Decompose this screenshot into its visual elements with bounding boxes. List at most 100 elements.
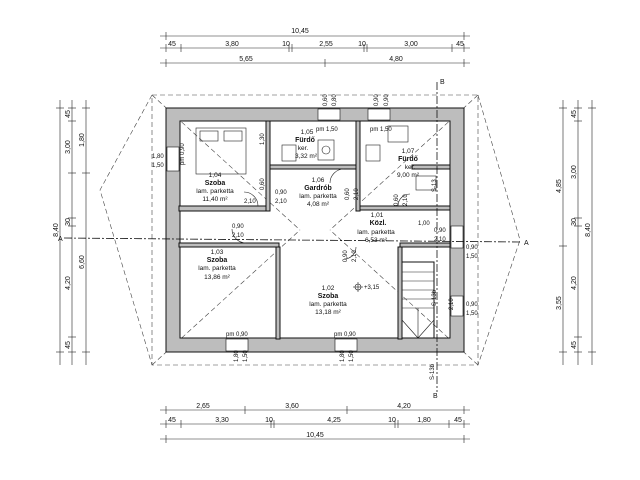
svg-text:13,86 m²: 13,86 m² xyxy=(204,274,230,281)
svg-text:S-13b: S-13b xyxy=(432,289,438,306)
level-value: +3,15 xyxy=(364,285,380,291)
top-dim-seg: 4,80 xyxy=(389,56,403,63)
section-lines: A A B B xyxy=(58,79,529,400)
doors xyxy=(231,168,411,260)
svg-text:0,90: 0,90 xyxy=(343,250,349,262)
svg-text:1,50: 1,50 xyxy=(466,311,478,317)
section-a-left: A xyxy=(58,236,63,243)
bottom-dim-seg: 45 xyxy=(454,417,462,424)
bottom-dim-seg: 2,65 xyxy=(196,403,210,410)
level-marker: +3,15 xyxy=(353,282,380,292)
svg-text:ker.: ker. xyxy=(298,145,309,152)
svg-text:S-13b: S-13b xyxy=(430,363,436,380)
svg-text:Közl.: Közl. xyxy=(370,220,387,227)
bottom-dim-seg: 10 xyxy=(388,417,396,424)
left-dim-seg: 30 xyxy=(65,218,72,226)
svg-text:Szoba: Szoba xyxy=(318,293,339,300)
svg-text:2,10: 2,10 xyxy=(352,250,358,262)
top-dim-seg: 45 xyxy=(168,41,176,48)
svg-text:2,10: 2,10 xyxy=(244,199,256,205)
bed xyxy=(195,127,247,175)
svg-text:1,50: 1,50 xyxy=(349,350,355,362)
room-1-03: 1,03 Szoba lam. parketta 13,86 m² xyxy=(198,249,236,281)
room-1-06: 1,06 Gardrób lam. parketta 4,08 m² xyxy=(299,177,337,208)
section-b-bottom: B xyxy=(433,393,438,400)
section-a-right: A xyxy=(524,240,529,247)
svg-text:1,80: 1,80 xyxy=(340,350,346,362)
bath-fixtures xyxy=(281,125,437,191)
svg-text:S-13: S-13 xyxy=(432,179,438,192)
svg-text:pm 0,90: pm 0,90 xyxy=(334,332,356,338)
left-dim-total: 8,40 xyxy=(53,223,60,237)
svg-text:lam. parketta: lam. parketta xyxy=(309,301,347,308)
svg-text:0,90: 0,90 xyxy=(232,224,244,230)
svg-text:0,60: 0,60 xyxy=(345,188,351,200)
bottom-dim-seg: 4,20 xyxy=(397,403,411,410)
room-1-07: 1,07 Fürdő ker. 9,00 m² xyxy=(397,148,420,179)
interior-walls xyxy=(178,120,451,340)
right-dim-seg: 30 xyxy=(571,218,578,226)
left-dim-seg: 45 xyxy=(65,341,72,349)
svg-text:pm 1,50: pm 1,50 xyxy=(370,127,392,133)
svg-text:Szoba: Szoba xyxy=(207,257,228,264)
svg-text:1,80: 1,80 xyxy=(152,154,164,160)
svg-text:pm 0,90: pm 0,90 xyxy=(226,332,248,338)
svg-text:0,90: 0,90 xyxy=(384,94,390,106)
svg-text:0,90: 0,90 xyxy=(434,228,446,234)
svg-text:0,90: 0,90 xyxy=(275,190,287,196)
svg-text:1,01: 1,01 xyxy=(371,212,384,219)
svg-text:Szoba: Szoba xyxy=(205,180,226,187)
svg-text:11,40 m²: 11,40 m² xyxy=(202,196,228,203)
svg-text:0,80: 0,80 xyxy=(332,94,338,106)
svg-text:1,02: 1,02 xyxy=(322,285,335,292)
svg-text:2,10: 2,10 xyxy=(275,199,287,205)
svg-text:1,04: 1,04 xyxy=(209,172,222,179)
right-dim-seg: 45 xyxy=(571,110,578,118)
top-dim-seg: 3,00 xyxy=(404,41,418,48)
svg-text:1,07: 1,07 xyxy=(402,148,415,155)
svg-text:Fürdő: Fürdő xyxy=(398,156,418,163)
svg-text:0,60: 0,60 xyxy=(394,194,400,206)
right-dim-seg: 3,55 xyxy=(556,296,563,310)
room-1-04: 1,04 Szoba lam. parketta 11,40 m² xyxy=(196,172,234,203)
svg-text:1,30: 1,30 xyxy=(260,133,266,145)
svg-text:pm 1,50: pm 1,50 xyxy=(316,127,338,133)
svg-text:0,60: 0,60 xyxy=(260,178,266,190)
svg-text:3,32 m²: 3,32 m² xyxy=(295,153,318,160)
svg-text:6,53 m²: 6,53 m² xyxy=(365,237,388,244)
windows xyxy=(166,108,464,352)
svg-text:1,50: 1,50 xyxy=(466,254,478,260)
top-dim-seg: 10 xyxy=(282,41,290,48)
right-dim-seg: 3,00 xyxy=(571,165,578,179)
svg-text:pm 0,90: pm 0,90 xyxy=(180,143,186,165)
svg-text:0,60: 0,60 xyxy=(323,94,329,106)
svg-text:1,06: 1,06 xyxy=(312,177,325,184)
bottom-dim-seg: 3,30 xyxy=(215,417,229,424)
left-dim-seg: 6,60 xyxy=(79,255,86,269)
svg-text:Fürdő: Fürdő xyxy=(295,137,315,144)
svg-text:2,10: 2,10 xyxy=(434,237,446,243)
top-dim-seg: 3,80 xyxy=(225,41,239,48)
svg-text:lam. parketta: lam. parketta xyxy=(299,193,337,200)
svg-text:0,90: 0,90 xyxy=(374,94,380,106)
left-dim-seg: 4,20 xyxy=(65,276,72,290)
left-dimensions: 45 3,00 30 4,20 45 1,80 6,60 8,40 xyxy=(53,100,90,365)
svg-text:lam. parketta: lam. parketta xyxy=(198,265,236,272)
svg-text:1,50: 1,50 xyxy=(152,163,164,169)
room-1-01: 1,01 Közl. lam. parketta 6,53 m² xyxy=(357,212,395,244)
svg-text:2,10: 2,10 xyxy=(354,188,360,200)
right-dim-total: 8,40 xyxy=(585,223,592,237)
section-b-top: B xyxy=(440,79,445,86)
staircase xyxy=(401,261,435,339)
right-dim-seg: 45 xyxy=(571,341,578,349)
svg-text:1,00: 1,00 xyxy=(418,221,430,227)
svg-text:9,00 m²: 9,00 m² xyxy=(397,172,420,179)
svg-text:13,18 m²: 13,18 m² xyxy=(315,309,341,316)
top-dimensions: 10,45 45 3,80 10 2,55 10 3,00 45 5,65 4,… xyxy=(160,28,470,67)
top-dim-total: 10,45 xyxy=(291,28,309,35)
right-dimensions: 45 3,00 30 4,20 45 4,85 3,55 8,40 xyxy=(556,100,596,365)
svg-text:Gardrób: Gardrób xyxy=(304,185,332,192)
bottom-dim-seg: 10 xyxy=(265,417,273,424)
room-1-05: 1,05 Fürdő ker. 3,32 m² xyxy=(295,129,318,160)
